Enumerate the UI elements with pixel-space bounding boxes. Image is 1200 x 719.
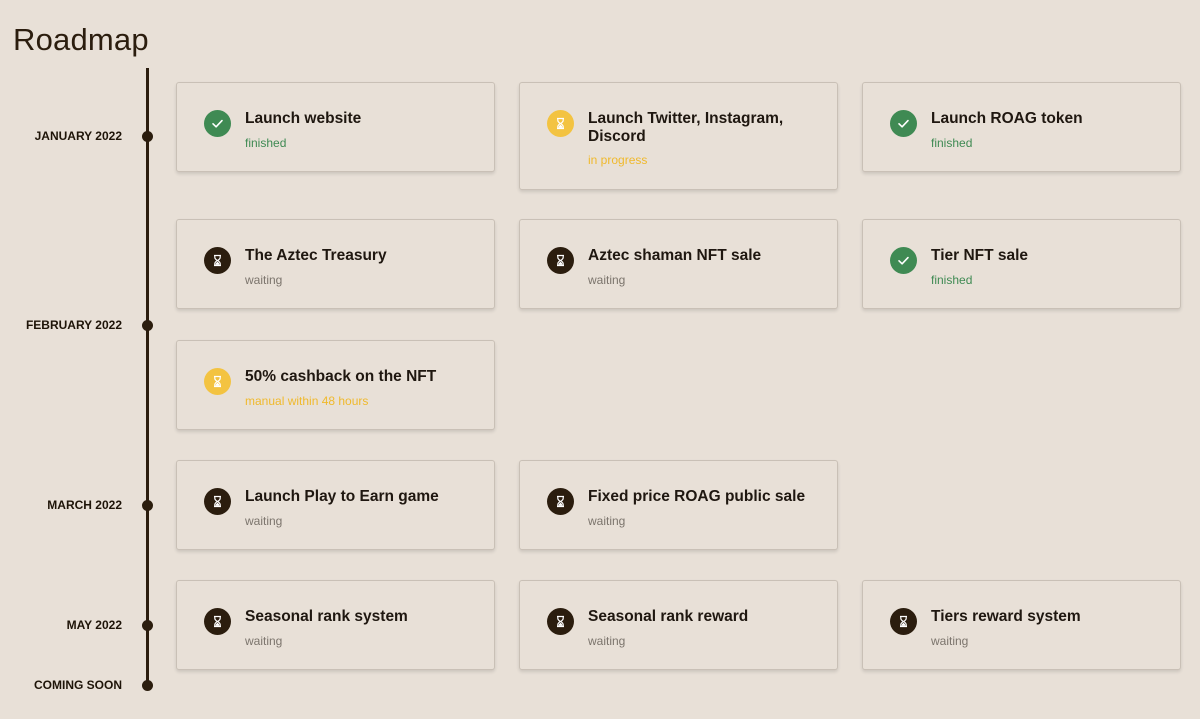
hourglass-icon <box>547 488 574 515</box>
roadmap-card-play-to-earn: Launch Play to Earn game waiting <box>176 460 495 550</box>
timeline-dot <box>142 620 153 631</box>
card-title: The Aztec Treasury <box>245 247 387 264</box>
card-status: waiting <box>931 634 969 648</box>
card-title: Launch Twitter, Instagram, Discord <box>588 110 784 145</box>
roadmap-card-launch-token: Launch ROAG token finished <box>862 82 1181 172</box>
card-title: Aztec shaman NFT sale <box>588 247 762 264</box>
roadmap-card-launch-website: Launch website finished <box>176 82 495 172</box>
timeline-marker-march: MARCH 2022 <box>0 498 158 512</box>
timeline-dot <box>142 500 153 511</box>
hourglass-icon <box>547 608 574 635</box>
timeline-label: COMING SOON <box>33 678 122 692</box>
card-status: manual within 48 hours <box>245 394 369 408</box>
card-title: Seasonal rank system <box>245 608 408 625</box>
hourglass-icon <box>547 247 574 274</box>
timeline-label: MAY 2022 <box>66 618 122 632</box>
card-title: Fixed price ROAG public sale <box>588 488 806 505</box>
timeline-dot <box>142 131 153 142</box>
timeline-marker-february: FEBRUARY 2022 <box>0 318 158 332</box>
hourglass-icon <box>204 368 231 395</box>
hourglass-icon <box>204 247 231 274</box>
hourglass-icon <box>890 608 917 635</box>
card-title: Seasonal rank reward <box>588 608 749 625</box>
card-title: Tier NFT sale <box>931 247 1029 264</box>
timeline-marker-may: MAY 2022 <box>0 618 158 632</box>
card-status: waiting <box>588 273 626 287</box>
hourglass-icon <box>204 608 231 635</box>
card-status: waiting <box>588 514 626 528</box>
card-status: finished <box>931 136 973 150</box>
card-status: in progress <box>588 153 648 167</box>
timeline-line <box>146 68 149 687</box>
timeline-label: FEBRUARY 2022 <box>25 318 122 332</box>
roadmap-card-cashback: 50% cashback on the NFT manual within 48… <box>176 340 495 430</box>
card-status: waiting <box>588 634 626 648</box>
timeline-dot <box>142 320 153 331</box>
check-icon <box>890 110 917 137</box>
card-status: finished <box>931 273 973 287</box>
roadmap-card-aztec-treasury: The Aztec Treasury waiting <box>176 219 495 309</box>
roadmap-card-public-sale: Fixed price ROAG public sale waiting <box>519 460 838 550</box>
check-icon <box>890 247 917 274</box>
card-title: Launch ROAG token <box>931 110 1083 127</box>
card-title: 50% cashback on the NFT <box>245 368 437 385</box>
timeline-marker-coming-soon: COMING SOON <box>0 678 158 692</box>
card-title: Launch website <box>245 110 362 127</box>
card-status: finished <box>245 136 287 150</box>
card-status: waiting <box>245 273 283 287</box>
timeline-marker-january: JANUARY 2022 <box>0 129 158 143</box>
timeline-label: JANUARY 2022 <box>34 129 122 143</box>
card-title: Tiers reward system <box>931 608 1081 625</box>
page-title: Roadmap <box>13 22 149 57</box>
roadmap-card-tiers-reward-system: Tiers reward system waiting <box>862 580 1181 670</box>
timeline-label: MARCH 2022 <box>47 498 122 512</box>
roadmap-card-seasonal-rank-system: Seasonal rank system waiting <box>176 580 495 670</box>
check-icon <box>204 110 231 137</box>
timeline-dot <box>142 680 153 691</box>
hourglass-icon <box>204 488 231 515</box>
roadmap-card-seasonal-rank-reward: Seasonal rank reward waiting <box>519 580 838 670</box>
card-title: Launch Play to Earn game <box>245 488 439 505</box>
roadmap-card-tier-nft-sale: Tier NFT sale finished <box>862 219 1181 309</box>
roadmap-card-shaman-nft-sale: Aztec shaman NFT sale waiting <box>519 219 838 309</box>
roadmap-card-launch-socials: Launch Twitter, Instagram, Discord in pr… <box>519 82 838 190</box>
card-status: waiting <box>245 514 283 528</box>
card-status: waiting <box>245 634 283 648</box>
hourglass-icon <box>547 110 574 137</box>
